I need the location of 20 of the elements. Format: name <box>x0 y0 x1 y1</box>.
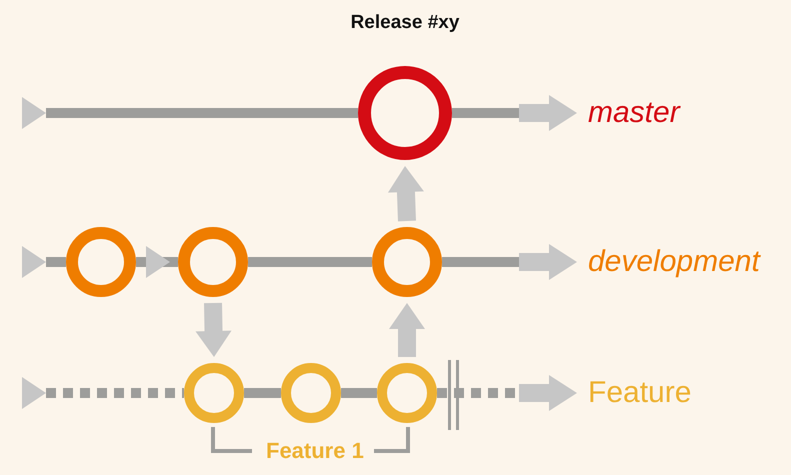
branch-label: master <box>588 95 680 131</box>
branch-line <box>244 388 281 398</box>
branch-line <box>46 388 184 398</box>
start-triangle <box>22 377 46 409</box>
branch-line <box>46 108 358 118</box>
branch-line <box>341 388 377 398</box>
arrow <box>452 95 577 131</box>
arrow <box>196 302 232 357</box>
release-label: Release #xy <box>350 12 460 34</box>
arrow <box>437 375 577 411</box>
arrow <box>136 246 178 278</box>
arrow <box>389 303 425 357</box>
arrow <box>388 166 424 222</box>
branch-line <box>46 257 66 267</box>
start-triangle <box>22 97 46 129</box>
branch-label: development <box>588 244 760 280</box>
branch-label: Feature <box>588 375 692 411</box>
arrow <box>442 244 577 280</box>
branch-line <box>248 257 372 267</box>
start-triangle <box>22 246 46 278</box>
